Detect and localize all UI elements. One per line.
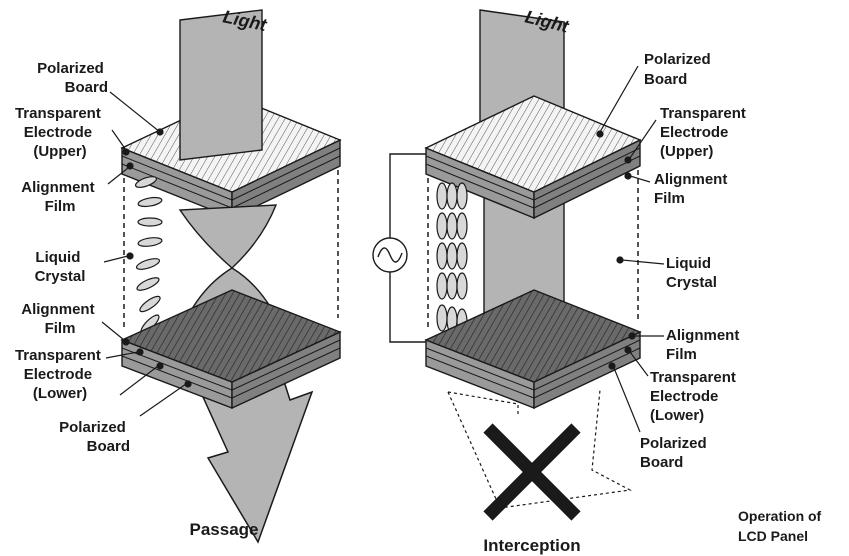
figure-caption-line-1: Operation of <box>738 508 822 524</box>
right-alignment-upper-label: Alignment Film <box>654 171 732 207</box>
right-liquid-crystal-label: Liquid Crystal <box>666 255 717 291</box>
right-polarized-lower-label: Polarized Board <box>640 435 711 471</box>
left-polarized-upper-label: Polarized Board <box>37 60 108 96</box>
blocked-x-icon <box>483 423 581 521</box>
figure-caption-line-2: LCD Panel <box>738 528 809 544</box>
left-polarized-lower-label: Polarized Board <box>59 419 130 455</box>
right-alignment-lower-label: Alignment Film <box>666 327 744 363</box>
right-blocked-outline <box>447 389 632 509</box>
right-assembly: Light Polarized Board Transparent Electr… <box>372 6 750 521</box>
left-electrode-upper-label: Transparent Electrode (Upper) <box>15 105 105 160</box>
figure-caption: Operation of LCD Panel <box>738 506 821 546</box>
left-liquid-crystal-molecules <box>134 176 163 334</box>
right-electrode-lower-label: Transparent Electrode (Lower) <box>650 369 740 424</box>
right-liquid-crystal-molecules <box>436 182 468 336</box>
right-lower-panel <box>424 289 642 410</box>
left-assembly: Light Polarized Board Transparent Electr… <box>15 6 342 544</box>
right-polarized-upper-label: Polarized Board <box>644 51 715 88</box>
right-electrode-upper-label: Transparent Electrode (Upper) <box>660 105 750 160</box>
passage-label: Passage <box>190 520 259 539</box>
left-lower-panel <box>120 289 342 410</box>
left-electrode-lower-label: Transparent Electrode (Lower) <box>15 347 105 402</box>
left-liquid-crystal-label: Liquid Crystal <box>35 249 86 285</box>
left-light-plane <box>179 9 263 161</box>
left-twist-upper <box>178 204 278 269</box>
interception-label: Interception <box>483 536 580 555</box>
ac-power-source <box>372 153 426 343</box>
right-upper-panel <box>424 95 642 220</box>
left-alignment-lower-label: Alignment Film <box>21 301 99 337</box>
left-alignment-upper-label: Alignment Film <box>21 179 99 215</box>
